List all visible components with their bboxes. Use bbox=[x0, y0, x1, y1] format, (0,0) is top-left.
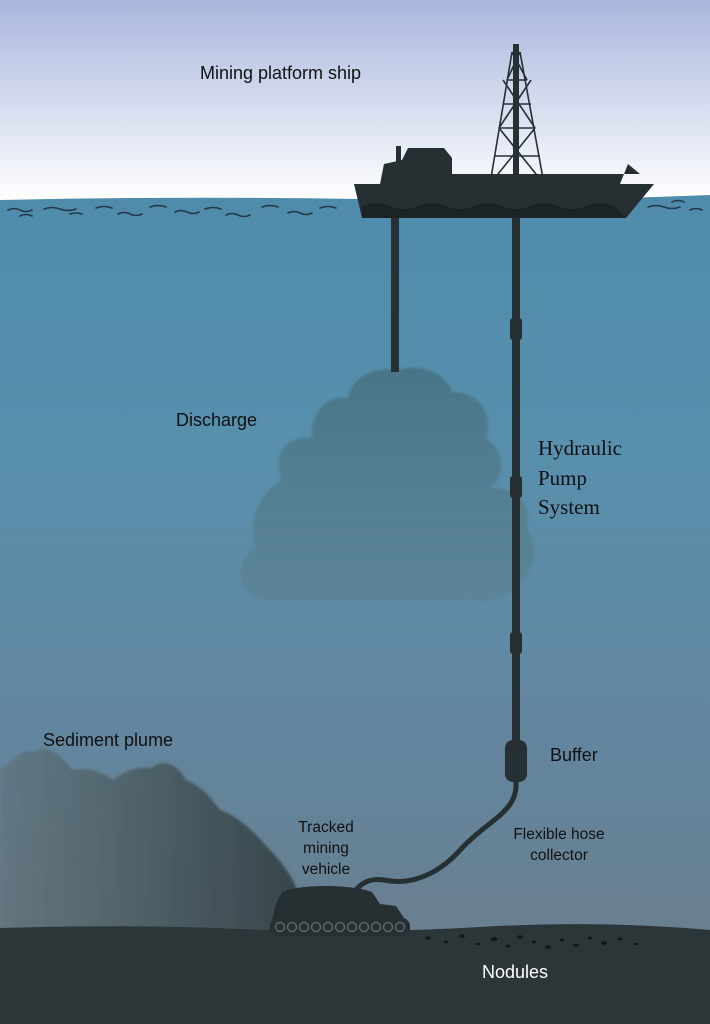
buffer bbox=[505, 740, 527, 782]
discharge-cloud bbox=[240, 367, 535, 602]
label-tracked-mining-vehicle: Tracked mining vehicle bbox=[282, 817, 370, 880]
label-hydraulic-pump-system: Hydraulic Pump System bbox=[538, 434, 622, 523]
label-pump-line: Pump bbox=[538, 465, 588, 490]
flexible-hose bbox=[353, 779, 519, 893]
hull-waterline bbox=[362, 203, 626, 218]
label-discharge: Discharge bbox=[176, 410, 258, 430]
label-vehicle-line: vehicle bbox=[301, 861, 351, 878]
label-flexible-hose-collector: Flexible hose collector bbox=[497, 824, 621, 866]
discharge-pipe bbox=[391, 212, 399, 372]
label-buffer: Buffer bbox=[550, 745, 598, 765]
seabed bbox=[0, 924, 710, 1024]
derrick-mast bbox=[513, 44, 519, 184]
derrick-pipe-joints bbox=[512, 66, 520, 174]
label-mining-platform-ship: Mining platform ship bbox=[200, 63, 362, 83]
label-hose-line: Flexible hose bbox=[513, 826, 605, 843]
label-pump-line: Hydraulic bbox=[538, 436, 622, 460]
tracked-mining-vehicle bbox=[270, 886, 410, 936]
label-sediment-plume: Sediment plume bbox=[43, 730, 174, 750]
sediment-plume bbox=[0, 748, 300, 932]
label-pump-line: System bbox=[538, 495, 600, 519]
sky bbox=[0, 0, 710, 200]
label-nodules: Nodules bbox=[482, 962, 549, 982]
surface-ripples bbox=[7, 199, 703, 218]
label-vehicle-line: Tracked bbox=[298, 819, 354, 836]
nodules bbox=[425, 934, 639, 949]
label-vehicle-line: mining bbox=[303, 840, 349, 857]
riser-pipe bbox=[510, 212, 522, 752]
label-hose-line: collector bbox=[530, 847, 588, 864]
